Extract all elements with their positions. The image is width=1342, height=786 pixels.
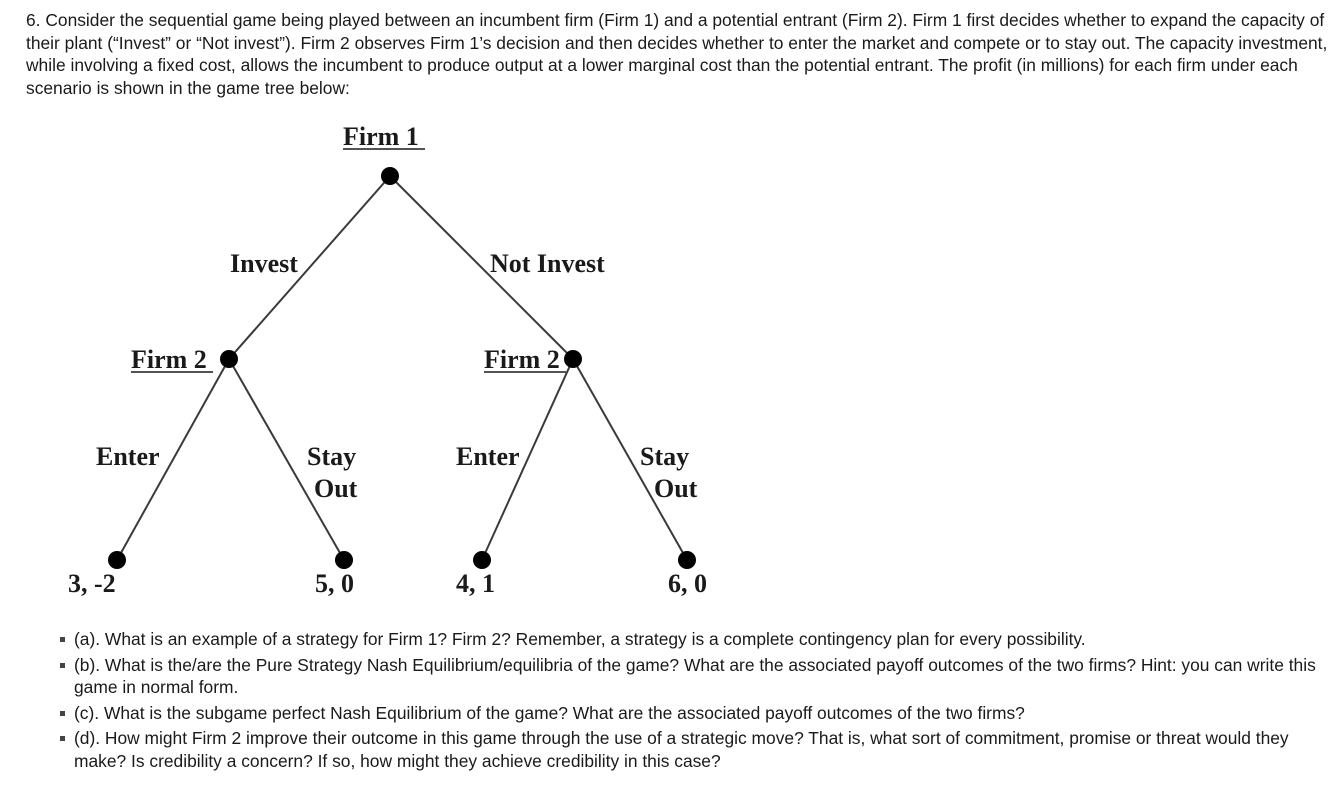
question-d: (d). How might Firm 2 improve their outc… <box>58 727 1333 772</box>
question-b: (b). What is the/are the Pure Strategy N… <box>58 654 1333 699</box>
root-node <box>381 167 399 185</box>
branch-label-left-out: Out <box>314 474 358 503</box>
terminal-node-2 <box>335 551 353 569</box>
payoff-invest-enter: 3, -2 <box>68 569 116 598</box>
edge-left-enter <box>116 358 230 561</box>
branch-label-right-stay: Stay <box>640 442 689 471</box>
branch-label-left-stay: Stay <box>307 442 356 471</box>
terminal-node-1 <box>108 551 126 569</box>
terminal-node-4 <box>678 551 696 569</box>
payoff-invest-stay-out: 5, 0 <box>315 569 354 598</box>
left-player-label: Firm 2 <box>131 345 207 374</box>
edge-invest <box>228 175 391 360</box>
branch-label-not-invest: Not Invest <box>490 249 605 278</box>
right-player-label: Firm 2 <box>484 345 560 374</box>
root-player-label: Firm 1 <box>343 122 419 151</box>
firm2-right-node <box>564 350 582 368</box>
edge-not-invest <box>389 175 574 360</box>
branch-label-invest: Invest <box>230 249 298 278</box>
payoff-not-invest-stay-out: 6, 0 <box>668 569 707 598</box>
question-a: (a). What is an example of a strategy fo… <box>58 628 1333 651</box>
question-list: (a). What is an example of a strategy fo… <box>58 628 1333 775</box>
branch-label-right-enter: Enter <box>456 442 520 471</box>
firm2-left-node <box>220 350 238 368</box>
branch-label-right-out: Out <box>654 474 698 503</box>
edge-right-stay-out <box>572 358 688 561</box>
branch-label-left-enter: Enter <box>96 442 160 471</box>
payoff-not-invest-enter: 4, 1 <box>456 569 495 598</box>
edge-right-enter <box>481 358 574 561</box>
terminal-node-3 <box>473 551 491 569</box>
edge-left-stay-out <box>228 358 345 561</box>
question-c: (c). What is the subgame perfect Nash Eq… <box>58 702 1333 725</box>
problem-statement: 6. Consider the sequential game being pl… <box>26 10 1328 98</box>
